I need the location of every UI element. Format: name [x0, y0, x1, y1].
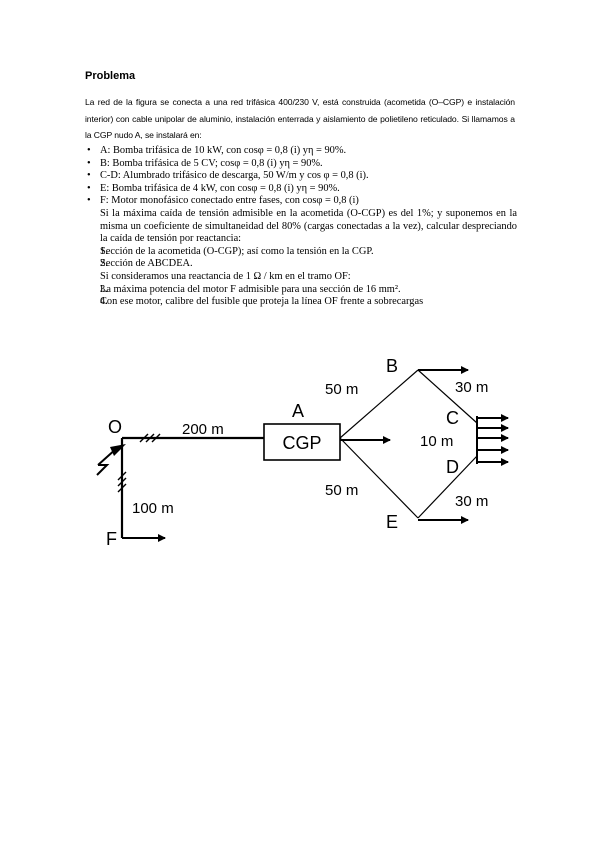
length-ae-label: 50 m: [325, 482, 358, 499]
node-f-label: F: [106, 529, 117, 549]
bullet-icon: •: [87, 157, 91, 169]
question-4: 4.Con ese motor, calibre del fusible que…: [85, 296, 517, 309]
cgp-box: [263, 423, 341, 461]
question-number: 2.: [100, 258, 108, 270]
length-of-label: 100 m: [132, 500, 174, 517]
length-ab-label: 50 m: [325, 381, 358, 398]
bullet-icon: •: [87, 170, 91, 182]
length-bc-label: 30 m: [455, 379, 488, 396]
intro-paragraph: La red de la figura se conecta a una red…: [85, 97, 515, 140]
list-item: • A: Bomba trifásica de 10 kW, con cosφ =…: [85, 145, 517, 158]
question-text: Con ese motor, calibre del fusible que p…: [100, 296, 424, 308]
line-a-e: [339, 437, 419, 519]
bullet-icon: •: [87, 182, 91, 194]
question-2: 2.Sección de ABCDEA.: [85, 258, 517, 271]
list-item: • F: Motor monofásico conectado entre fas…: [85, 195, 517, 208]
line-d-e: [417, 455, 478, 519]
node-e-label: E: [386, 512, 398, 532]
node-o-label: O: [108, 417, 122, 437]
problem-title: Problema: [85, 70, 136, 82]
cgp-label: CGP: [282, 433, 321, 453]
node-a-label: A: [292, 401, 304, 421]
load-f-text: F: Motor monofásico conectado entre fase…: [100, 195, 359, 207]
question-text: La máxima potencia del motor F admisible…: [100, 283, 401, 295]
load-e-text: E: Bomba trifásica de 4 kW, con cosφ = 0…: [100, 182, 340, 194]
reactance-note: Si consideramos una reactancia de 1 Ω / …: [100, 270, 351, 282]
bullet-icon: •: [87, 145, 91, 156]
list-item: • C-D: Alumbrado trifásico de descarga, 5…: [85, 170, 517, 183]
length-oa-label: 200 m: [182, 421, 224, 438]
node-b-label: B: [386, 356, 398, 376]
length-cd-label: 10 m: [420, 433, 453, 450]
list-item: • B: Bomba trifásica de 5 CV; cosφ = 0,8 …: [85, 158, 517, 171]
line-b-c: [417, 369, 478, 424]
load-a-text: A: Bomba trifásica de 10 kW, con cosφ = …: [100, 145, 347, 156]
load-b-text: B: Bomba trifásica de 5 CV; cosφ = 0,8 (…: [100, 157, 323, 169]
question-3: 3.La máxima potencia del motor F admisib…: [85, 284, 517, 297]
question-1: 1.Sección de la acometida (O-CGP); así c…: [85, 246, 517, 259]
bullet-icon: •: [87, 195, 91, 207]
question-number: 1.: [100, 245, 108, 257]
question-number: 4.: [100, 296, 108, 308]
question-number: 3.: [100, 283, 108, 295]
line-a-b: [339, 369, 419, 439]
node-c-label: C: [446, 408, 459, 428]
network-diagram: CGP O A B C D E F 200 m 100 m 50 m: [96, 356, 509, 549]
statement-paragraph: Si la máxima caída de tensión admisible …: [100, 207, 517, 245]
problem-list: • A: Bomba trifásica de 10 kW, con cosφ =…: [85, 145, 517, 309]
question-text: Sección de la acometida (O-CGP); así com…: [100, 245, 374, 257]
question-text: Sección de ABCDEA.: [100, 258, 193, 270]
load-cd-text: C-D: Alumbrado trifásico de descarga, 50…: [100, 170, 369, 182]
hatch-marks-oa: [139, 433, 161, 443]
list-item: • E: Bomba trifásica de 4 kW, con cosφ = …: [85, 183, 517, 196]
length-de-label: 30 m: [455, 493, 488, 510]
hatch-marks-of: [117, 471, 127, 493]
node-d-label: D: [446, 457, 459, 477]
load-cd-arrows: [477, 414, 509, 466]
